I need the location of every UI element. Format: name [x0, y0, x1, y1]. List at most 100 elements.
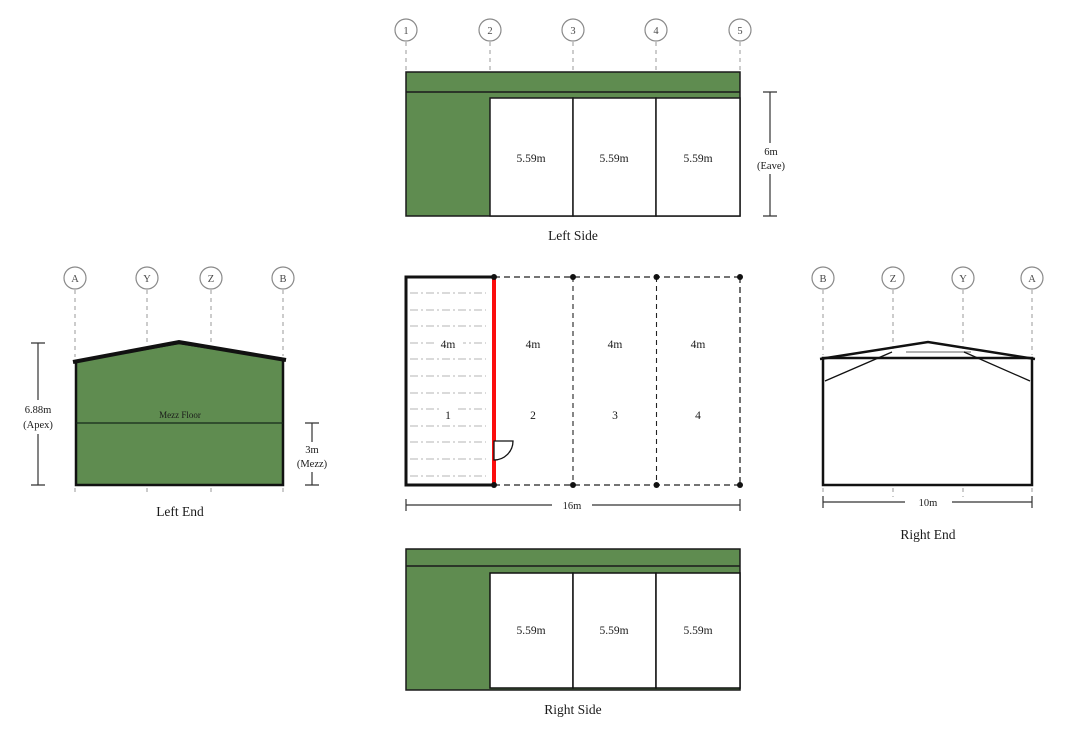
left-end-roof-edge [72, 339, 287, 364]
grid-marker-label-4: 4 [653, 26, 659, 37]
column-dot [491, 482, 497, 488]
right-side-bay-panel-2[interactable] [489, 572, 574, 689]
left-side-bay-panel-3[interactable] [572, 97, 657, 217]
plan-bay-divider-lines [572, 277, 658, 485]
plan-length-dimension: 16m [405, 499, 741, 512]
left-end-title: Left End [156, 504, 204, 519]
grid-marker-circle-1 [394, 18, 418, 42]
right-side-title: Right Side [544, 702, 601, 717]
column-dot [570, 482, 576, 488]
right-side-bay-panel-4[interactable] [655, 572, 741, 689]
grid-marker-circle-B2 [811, 266, 835, 290]
mezz-dimension-label: (Mezz) [297, 459, 328, 470]
label-backing [434, 336, 463, 350]
grid-leader-lines [405, 42, 741, 70]
floor-plan: 4m 4m 4m 4m 1 2 3 4 16m [404, 274, 743, 512]
grid-marker-circle-Z2 [881, 266, 905, 290]
right-side-bay-width-3: 5.59m [683, 625, 712, 637]
mezz-dimension: 3m (Mezz) [297, 422, 328, 486]
grid-marker-circle-5 [728, 18, 752, 42]
apex-dimension-line [31, 342, 45, 486]
grid-marker-label-A2: A [1028, 274, 1036, 285]
grid-marker-label-Z2: Z [890, 274, 896, 285]
left-side-elevation: 1 2 3 4 5 5.59m 5.59m 5.59m 6m (Eave) Le… [394, 18, 785, 243]
grid-leader-stubs [74, 488, 284, 496]
grid-marker-circle-4 [644, 18, 668, 42]
grid-marker-label-1: 1 [403, 26, 408, 37]
left-side-bay-panel-4[interactable] [655, 97, 741, 217]
plan-dashed-outline [494, 276, 741, 486]
knee-brace-lines [824, 351, 1031, 382]
right-end-roof-edge [819, 340, 1036, 361]
left-side-bay-width-1: 5.59m [516, 153, 545, 165]
plan-bay-number-3: 3 [612, 410, 618, 422]
right-end-dimension-value: 10m [919, 498, 938, 509]
grid-marker-circle-Y2 [951, 266, 975, 290]
plan-bay-number-2: 2 [530, 410, 536, 422]
right-end-elevation: B Z Y A 10m Right End [811, 266, 1044, 542]
grid-marker-label-Z: Z [208, 274, 214, 285]
left-end-elevation: A Y Z B Mezz Floor 6.88m (Apex) 3m (Mezz… [23, 266, 328, 519]
apex-dimension: 6.88m (Apex) [23, 342, 53, 486]
eave-dimension-label: (Eave) [757, 161, 785, 172]
column-dot [653, 274, 660, 280]
grid-marker-circle-A2 [1020, 266, 1044, 290]
mezz-floor-label: Mezz Floor [159, 410, 201, 420]
column-dot [737, 482, 743, 488]
label-backing [441, 404, 455, 418]
column-dot [570, 274, 576, 280]
right-side-bay-width-1: 5.59m [516, 625, 545, 637]
grid-marker-circle-B [271, 266, 295, 290]
mezz-dimension-line [305, 422, 319, 486]
grid-marker-circle-Y [135, 266, 159, 290]
right-end-wall[interactable] [821, 356, 1034, 487]
grid-marker-circle-Z [199, 266, 223, 290]
grid-marker-label-B: B [279, 274, 286, 285]
mezz-dimension-value: 3m [305, 445, 318, 456]
grid-leader-lines [74, 290, 284, 357]
left-side-bay-width-3: 5.59m [683, 153, 712, 165]
column-dots [491, 274, 743, 488]
grid-marker-label-Y2: Y [959, 274, 967, 285]
plan-bay-width-3: 4m [608, 339, 623, 351]
left-side-title: Left Side [548, 228, 598, 243]
column-dot [653, 482, 660, 488]
plan-solid-walls [404, 275, 494, 487]
grid-marker-circle-2 [478, 18, 502, 42]
plan-bay-width-2: 4m [526, 339, 541, 351]
grid-marker-label-Y: Y [143, 274, 151, 285]
door-symbol[interactable] [493, 440, 514, 461]
grid-markers-right-end: B Z Y A [811, 266, 1044, 497]
grid-marker-circle-A [63, 266, 87, 290]
apex-dimension-label: (Apex) [23, 420, 53, 431]
grid-marker-label-B2: B [819, 274, 826, 285]
eave-dimension-value: 6m [764, 147, 777, 158]
right-end-width-dimension: 10m [822, 496, 1033, 509]
left-side-bay-panel-2[interactable] [489, 97, 574, 217]
grid-markers-left-side: 1 2 3 4 5 [394, 18, 752, 70]
mezzanine-hatch [410, 292, 486, 477]
grid-marker-label-2: 2 [487, 26, 492, 37]
plan-length-dimension-line [405, 499, 741, 511]
grid-marker-circle-3 [561, 18, 585, 42]
right-end-dimension-line [822, 496, 1033, 508]
grid-leader-lines [822, 290, 1033, 355]
right-side-bay-width-2: 5.59m [599, 625, 628, 637]
apex-dimension-value: 6.88m [25, 405, 52, 416]
plan-bay-number-1: 1 [445, 410, 451, 422]
grid-leader-stubs [822, 488, 1033, 497]
plan-bay-width-1: 4m [441, 339, 456, 351]
right-side-elevation: 5.59m 5.59m 5.59m Right Side [405, 548, 741, 717]
grid-markers-left-end: A Y Z B [63, 266, 295, 496]
column-dot [737, 274, 743, 280]
left-side-bay-width-2: 5.59m [599, 153, 628, 165]
eave-dimension-line [763, 91, 777, 217]
column-dot [491, 274, 497, 280]
grid-marker-label-5: 5 [737, 26, 742, 37]
plan-length-dimension-value: 16m [563, 501, 582, 512]
right-end-title: Right End [900, 527, 955, 542]
grid-marker-label-3: 3 [570, 26, 575, 37]
grid-marker-label-A: A [71, 274, 79, 285]
plan-bay-width-4: 4m [691, 339, 706, 351]
